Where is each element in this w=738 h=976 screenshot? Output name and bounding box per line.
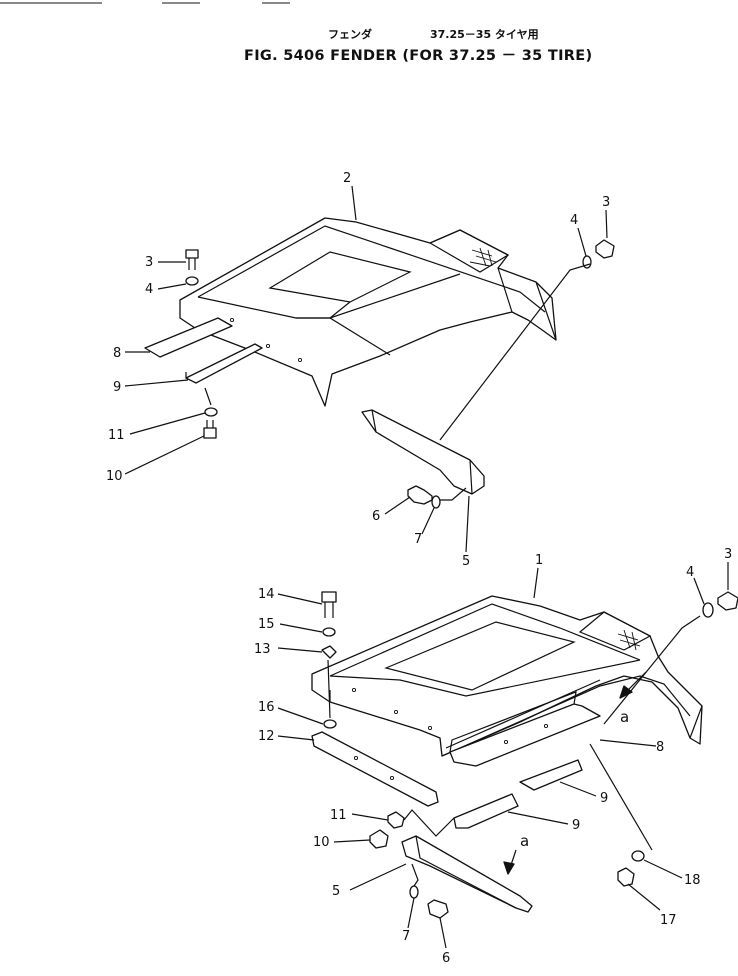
title-jp-part-name: フェンダ (328, 28, 372, 41)
callout-11-upper: 11 (108, 428, 125, 443)
callout-13: 13 (254, 642, 271, 657)
callout-9-lower-b: 9 (572, 818, 580, 833)
callout-5-lower: 5 (332, 884, 340, 899)
view-mark-a-lower: a (520, 832, 529, 850)
title-jp-tire-spec: 37.25－35 タイヤ用 (430, 28, 539, 41)
callout-11-lower: 11 (330, 808, 347, 823)
washer-7-lower (409, 885, 419, 899)
bolt-17 (617, 867, 635, 887)
callout-16: 16 (258, 700, 275, 715)
upper-leader-lines (124, 185, 608, 553)
callout-8-upper: 8 (113, 346, 121, 361)
callout-4-upper-right: 4 (570, 213, 578, 228)
washer-11-upper (204, 407, 218, 417)
bracket-part-5 (361, 409, 485, 495)
callout-8-lower: 8 (656, 740, 664, 755)
bolt-6-upper (407, 485, 433, 505)
plate-part-9-lower-a (519, 759, 583, 791)
callouts-upper: 2 3 4 3 4 8 9 11 10 6 7 5 (106, 171, 610, 569)
callout-3-lower: 3 (724, 547, 732, 562)
callout-10-upper: 10 (106, 469, 123, 484)
bolt-10-upper (203, 420, 217, 439)
washer-15 (322, 627, 336, 637)
callout-7-lower: 7 (402, 929, 410, 944)
callout-15: 15 (258, 617, 275, 632)
callout-3-upper-right: 3 (602, 195, 610, 210)
callout-5-upper: 5 (462, 554, 470, 569)
callouts-lower: 1 3 4 14 15 13 16 12 8 9 9 11 10 5 7 6 1… (254, 547, 732, 966)
bolt-3-upper-right (595, 239, 615, 259)
bolt-3-upper-left (185, 249, 199, 270)
view-mark-a-upper: a (620, 708, 629, 726)
washer-16 (323, 719, 337, 729)
callout-9-lower-a: 9 (600, 791, 608, 806)
callout-4-lower: 4 (686, 565, 694, 580)
callout-4-upper-left: 4 (145, 282, 153, 297)
callout-6-lower: 6 (442, 951, 450, 966)
nut-11-lower (387, 811, 405, 829)
washer-18 (631, 850, 645, 862)
callout-12: 12 (258, 729, 275, 744)
fender-part-1 (311, 595, 703, 757)
plate-part-9 (185, 343, 263, 384)
bolt-14 (321, 591, 337, 618)
callout-3-upper-left: 3 (145, 255, 153, 270)
rubber-plate-part-8 (144, 317, 233, 358)
callout-9-upper: 9 (113, 380, 121, 395)
callout-14: 14 (258, 587, 275, 602)
callout-6-upper: 6 (372, 509, 380, 524)
lower-fender-assembly (277, 562, 738, 949)
lower-leader-lines (277, 562, 729, 949)
bracket-part-5-lower (401, 835, 533, 913)
upper-fender-assembly (124, 185, 615, 553)
callout-18: 18 (684, 873, 701, 888)
washer-4-lower (702, 602, 714, 618)
callout-7-upper: 7 (414, 532, 422, 547)
callout-2: 2 (343, 171, 351, 186)
callout-10-lower: 10 (313, 835, 330, 850)
plate-part-9-lower-b (453, 793, 519, 829)
strip-part-12 (311, 731, 439, 807)
view-arrow-a-lower (503, 849, 517, 875)
nut-13 (321, 645, 337, 659)
view-arrow-a-upper (619, 671, 647, 699)
washer-4-upper-left (185, 276, 199, 286)
callout-17: 17 (660, 913, 677, 928)
callout-1: 1 (535, 553, 543, 568)
figure-title: FIG. 5406 FENDER (FOR 37.25 － 35 TIRE) (244, 48, 593, 64)
bolt-10-lower (369, 829, 389, 849)
washer-7-upper (431, 495, 441, 509)
fender-part-2 (179, 217, 557, 407)
bolt-6-lower (427, 899, 449, 919)
bolt-3-lower (717, 591, 738, 611)
